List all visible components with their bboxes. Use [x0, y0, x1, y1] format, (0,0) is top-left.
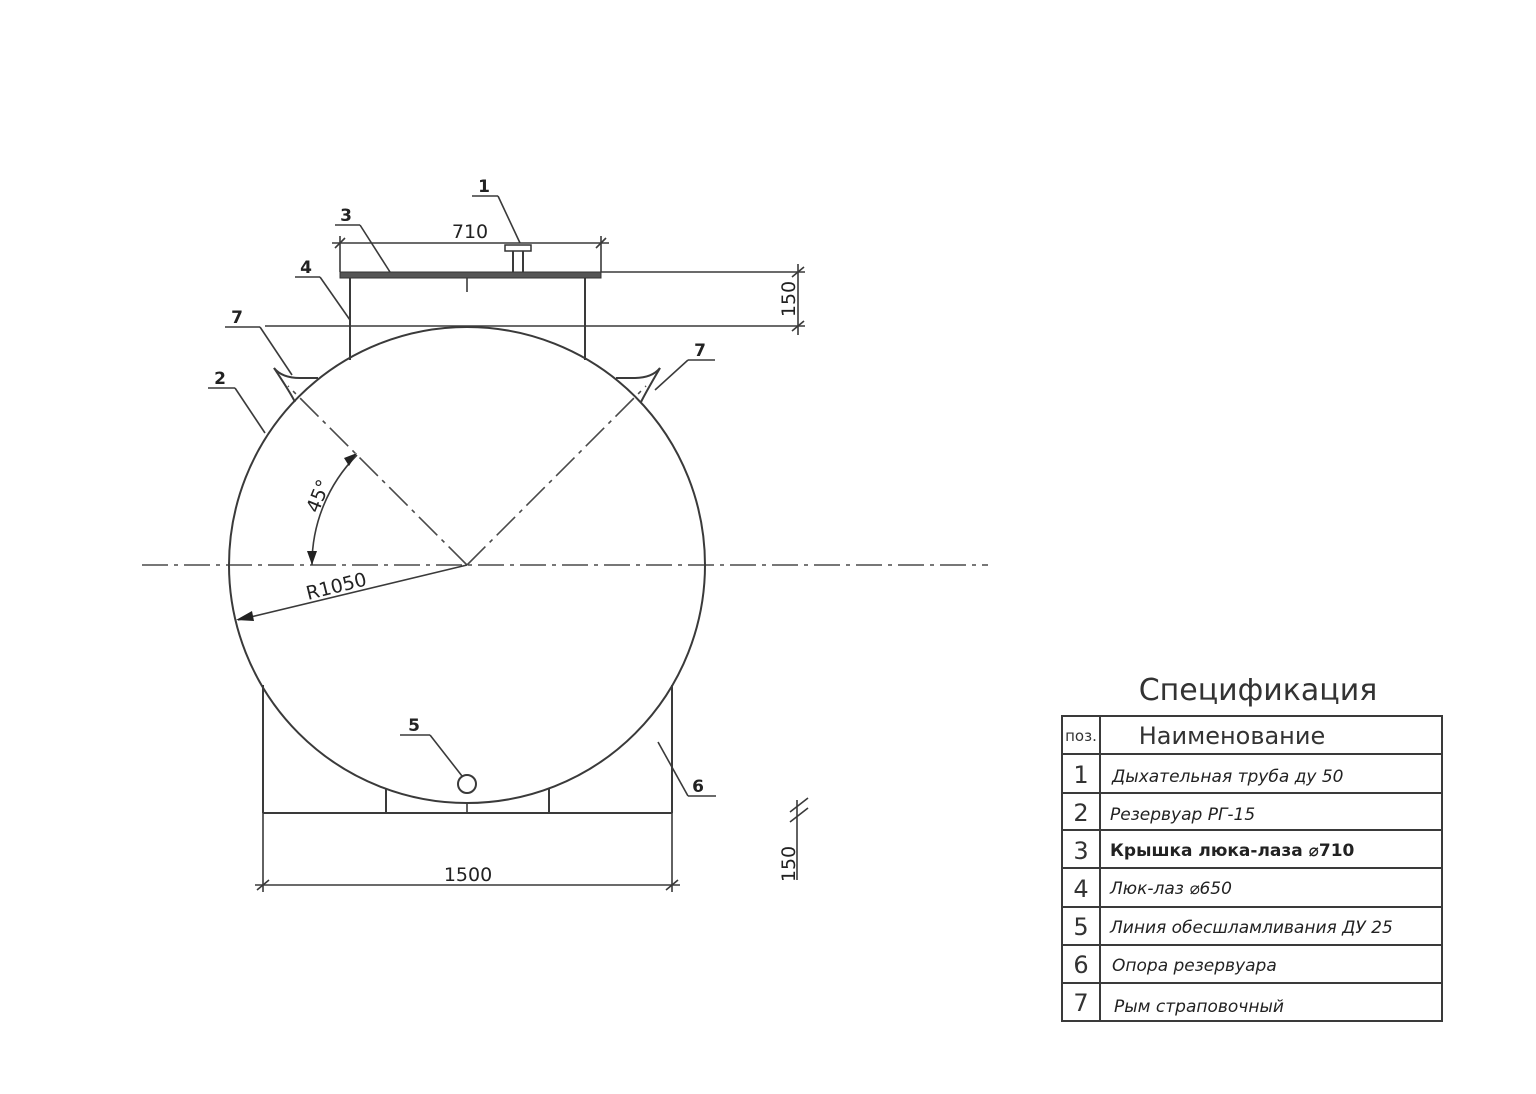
angle-arrow-top — [344, 453, 357, 466]
spec-row-pos: 7 — [1073, 989, 1088, 1017]
callout-6: 6 — [692, 777, 704, 797]
spec-row-name: Резервуар РГ-15 — [1110, 805, 1255, 825]
radius-text: R1050 — [304, 569, 369, 605]
spec-col-name: Наименование — [1139, 722, 1326, 750]
callout-4: 4 — [300, 258, 312, 278]
angle-text: 45° — [302, 476, 335, 515]
callout-7-left: 7 — [231, 308, 243, 328]
spec-row-pos: 1 — [1073, 761, 1088, 789]
spec-col-pos: поз. — [1065, 727, 1097, 745]
spec-row-pos: 4 — [1073, 875, 1088, 903]
callout-7-right: 7 — [694, 341, 706, 361]
callout-5: 5 — [408, 716, 420, 736]
spec-row-pos: 5 — [1073, 913, 1088, 941]
callout-3: 3 — [340, 206, 352, 226]
dimension-150-bottom — [789, 797, 809, 880]
spec-row-pos: 6 — [1073, 951, 1088, 979]
dimension-150-top — [265, 264, 805, 335]
spec-row-pos: 3 — [1073, 837, 1088, 865]
dim-text-710: 710 — [452, 221, 488, 243]
dimension-710 — [332, 236, 609, 272]
drain-nozzle — [457, 774, 477, 794]
spec-row-name: Крышка люка-лаза ⌀710 — [1110, 841, 1355, 861]
spec-title: Спецификация — [1139, 673, 1378, 708]
spec-row-name: Опора резервуара — [1112, 956, 1277, 976]
callout-1: 1 — [478, 177, 490, 197]
sling-axis-right — [466, 385, 647, 566]
specification-table: Спецификация поз. Наименование 1 Дыхател… — [1061, 673, 1443, 1022]
angle-arrow-bottom — [307, 551, 317, 565]
hatch-neck — [349, 277, 586, 360]
radius-arrow — [236, 611, 254, 621]
spec-row-name: Линия обесшламливания ДУ 25 — [1109, 918, 1393, 938]
dimension-1500 — [255, 813, 680, 892]
spec-row-pos: 2 — [1073, 799, 1088, 827]
lifting-lug-right — [616, 367, 661, 379]
radius-leader — [237, 564, 468, 621]
hatch-cover — [339, 271, 602, 279]
sling-axis-left — [287, 385, 468, 566]
lifting-lug-left-edge — [273, 367, 296, 403]
breathing-pipe — [504, 244, 532, 272]
spec-row-name: Дыхательная труба ду 50 — [1111, 767, 1344, 787]
spec-row-name: Рым страповочный — [1114, 997, 1284, 1017]
dim-text-150-top: 150 — [778, 281, 800, 317]
lifting-lug-right-edge — [640, 367, 661, 403]
callout-2: 2 — [214, 369, 226, 389]
dim-text-150-bottom: 150 — [778, 846, 800, 882]
callout-leaders — [208, 195, 716, 797]
dim-text-1500: 1500 — [444, 864, 492, 886]
spec-row-name: Люк-лаз ⌀650 — [1109, 879, 1232, 899]
